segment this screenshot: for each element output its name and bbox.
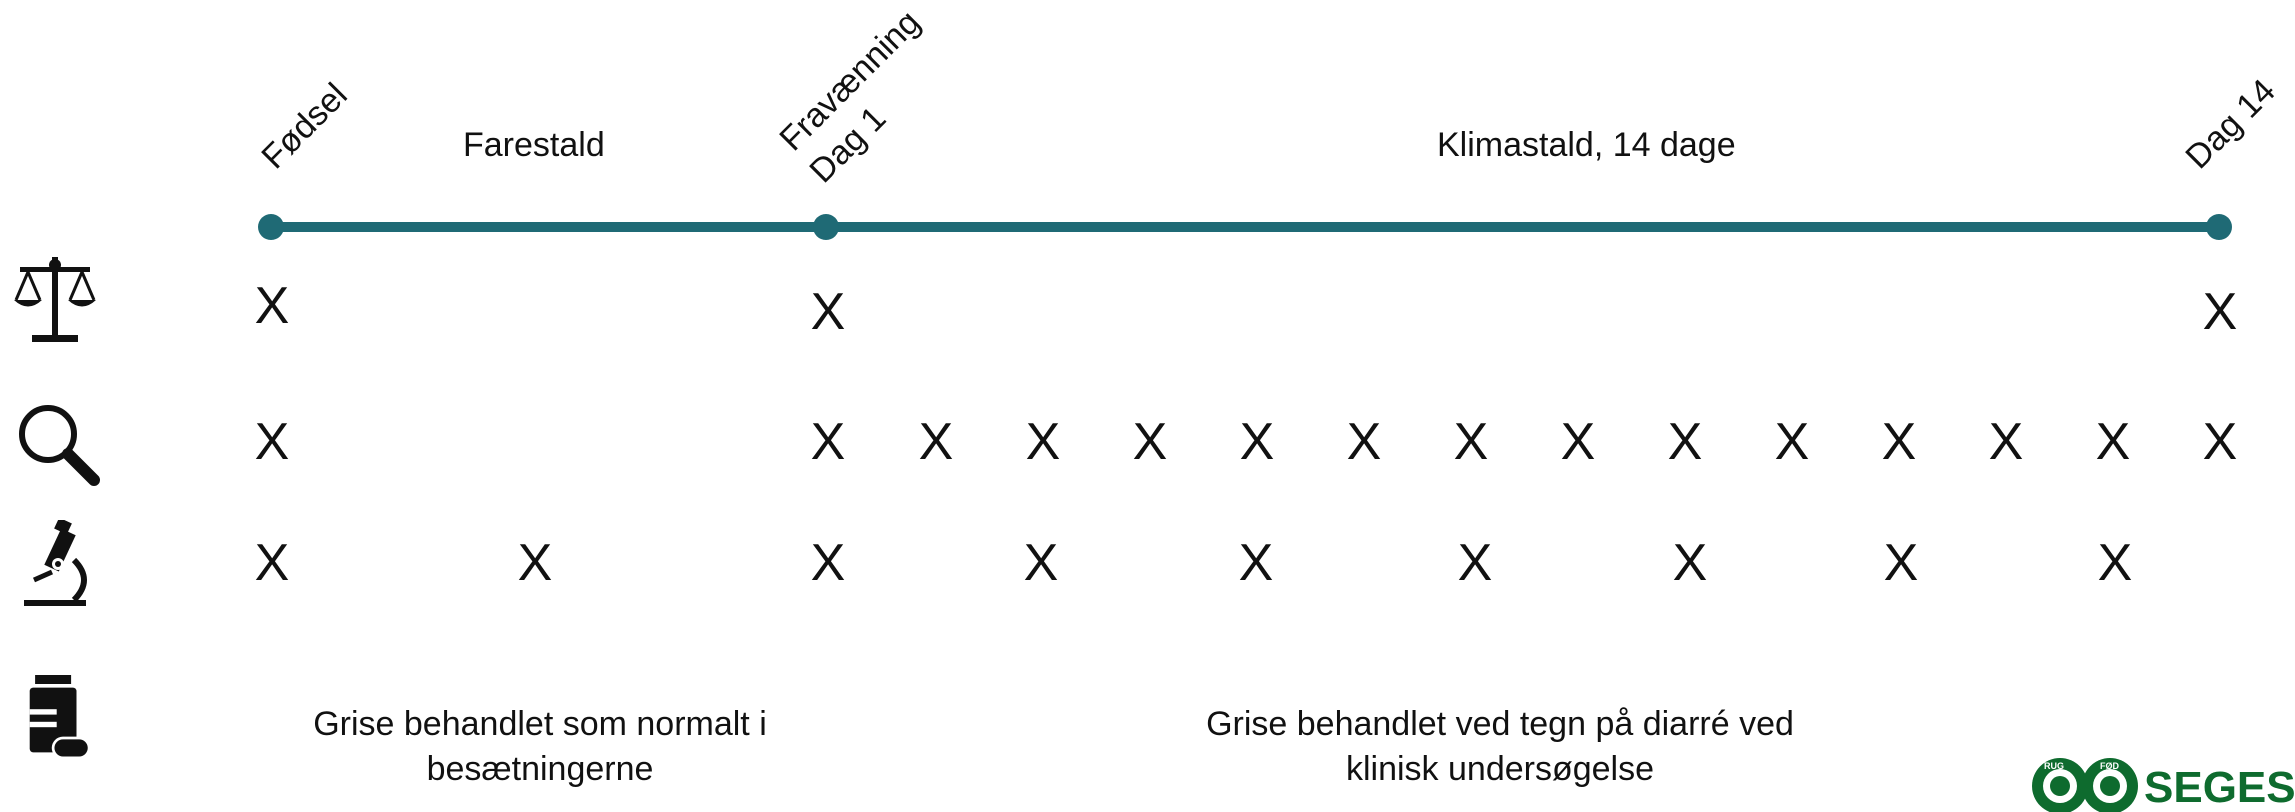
mark-exam: X <box>918 413 954 471</box>
mark-exam: X <box>1560 413 1596 471</box>
mark-exam: X <box>254 413 290 471</box>
mark-sample: X <box>1023 534 1059 592</box>
milestone-dot-day14 <box>2206 214 2232 240</box>
mark-exam: X <box>2095 413 2131 471</box>
mark-exam: X <box>1025 413 1061 471</box>
medicine-icon <box>29 675 91 760</box>
mark-exam: X <box>1988 413 2024 471</box>
microscope-icon <box>24 520 87 606</box>
mark-exam: X <box>1881 413 1917 471</box>
mark-sample: X <box>517 534 553 592</box>
mark-exam: X <box>1453 413 1489 471</box>
mark-exam: X <box>1239 413 1275 471</box>
milestone-label-day14: Dag 14 <box>2178 71 2283 177</box>
mark-exam: X <box>1667 413 1703 471</box>
treatment-note-line: besætningerne <box>426 750 654 788</box>
treatment-note-farrowing: Grise behandlet som normalt i besætninge… <box>280 702 800 792</box>
mark-weight-day14: X <box>2202 283 2238 341</box>
svg-text:RUG: RUG <box>2044 761 2064 771</box>
scale-icon <box>14 257 96 342</box>
mark-exam: X <box>1132 413 1168 471</box>
magnifier-icon <box>19 405 100 486</box>
mark-weight-weaning: X <box>810 283 846 341</box>
phase-label-farrowing: Farestald <box>463 126 605 164</box>
logo-wordmark: SEGES <box>2144 763 2295 812</box>
mark-weight-birth: X <box>254 277 290 335</box>
mark-exam: X <box>1774 413 1810 471</box>
milestone-dot-birth <box>258 214 284 240</box>
svg-text:FØD: FØD <box>2100 761 2119 771</box>
treatment-note-nursery: Grise behandlet ved tegn på diarré ved k… <box>1150 702 1850 792</box>
mark-exam: X <box>1346 413 1382 471</box>
mark-sample: X <box>1238 534 1274 592</box>
timeline-bar <box>270 222 2220 232</box>
mark-exam: X <box>810 413 846 471</box>
mark-exam: X <box>2202 413 2238 471</box>
mark-sample: X <box>1457 534 1493 592</box>
treatment-note-line: Grise behandlet ved tegn på diarré ved <box>1206 705 1794 743</box>
mark-sample: X <box>254 534 290 592</box>
mark-sample: X <box>1883 534 1919 592</box>
mark-sample: X <box>810 534 846 592</box>
mark-sample: X <box>1672 534 1708 592</box>
treatment-note-line: klinisk undersøgelse <box>1345 750 1655 788</box>
phase-label-nursery: Klimastald, 14 dage <box>1437 126 1736 164</box>
milestone-label-birth: Fødsel <box>254 75 355 177</box>
seges-logo: RUG FØD SEGES <box>2032 758 2295 812</box>
mark-sample: X <box>2097 534 2133 592</box>
milestone-dot-weaning <box>813 214 839 240</box>
treatment-note-line: Grise behandlet som normalt i <box>313 705 767 743</box>
